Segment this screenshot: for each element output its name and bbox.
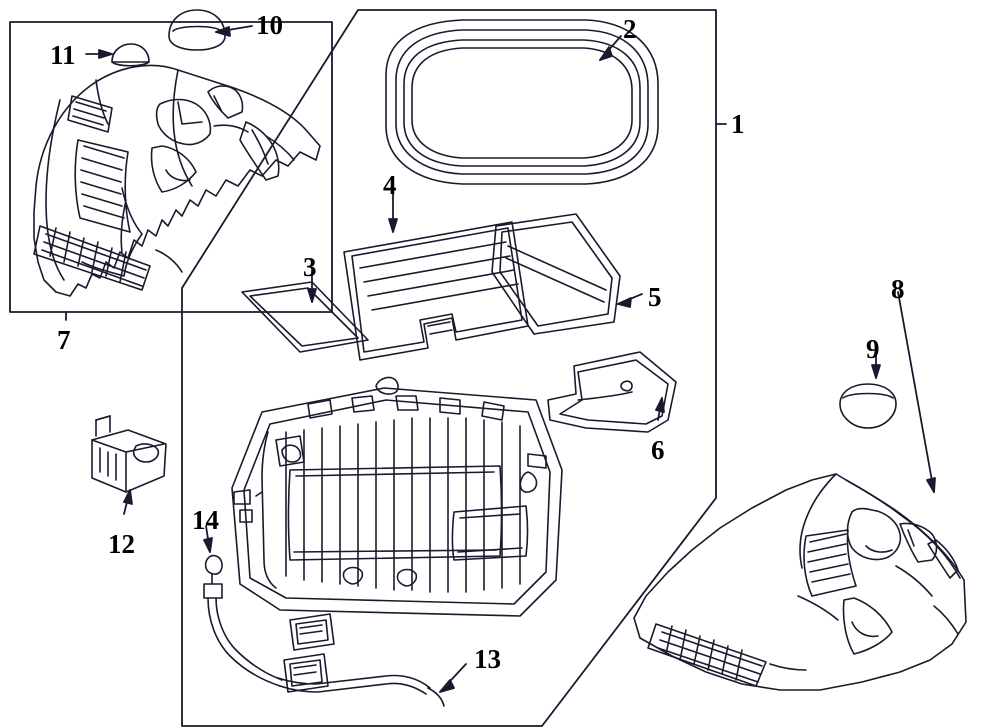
callout-5: 5 [648, 282, 662, 312]
part-13-14-wire-harness [203, 554, 445, 707]
callout-13: 13 [474, 644, 501, 674]
part-9-cap [839, 383, 897, 429]
part-11-cap [111, 43, 150, 67]
callout-2: 2 [623, 14, 637, 44]
part-10-cover [168, 9, 226, 51]
callout-6: 6 [651, 435, 665, 465]
callout-7: 7 [57, 325, 71, 355]
callout-4: 4 [383, 170, 397, 200]
group-box-1 [181, 9, 717, 727]
callout-3: 3 [303, 252, 317, 282]
part-5-side-board [491, 213, 621, 335]
part-7-quarter-trim [33, 64, 321, 297]
part-main-floor-tub [231, 376, 563, 617]
callout-12: 12 [108, 529, 135, 559]
callout-9: 9 [866, 334, 880, 364]
leader-lines [65, 25, 936, 693]
callout-1: 1 [731, 109, 745, 139]
part-2-seal-ring [385, 19, 659, 185]
callout-10: 10 [256, 10, 283, 40]
part-8-quarter-trim [633, 473, 967, 691]
callout-11: 11 [50, 40, 76, 70]
callout-14: 14 [192, 505, 219, 535]
part-12-module [91, 415, 167, 493]
part-3-trim-strip [241, 281, 369, 353]
part-6-bracket [547, 351, 677, 433]
part-4-slat-panel [343, 221, 529, 361]
callout-8: 8 [891, 274, 905, 304]
